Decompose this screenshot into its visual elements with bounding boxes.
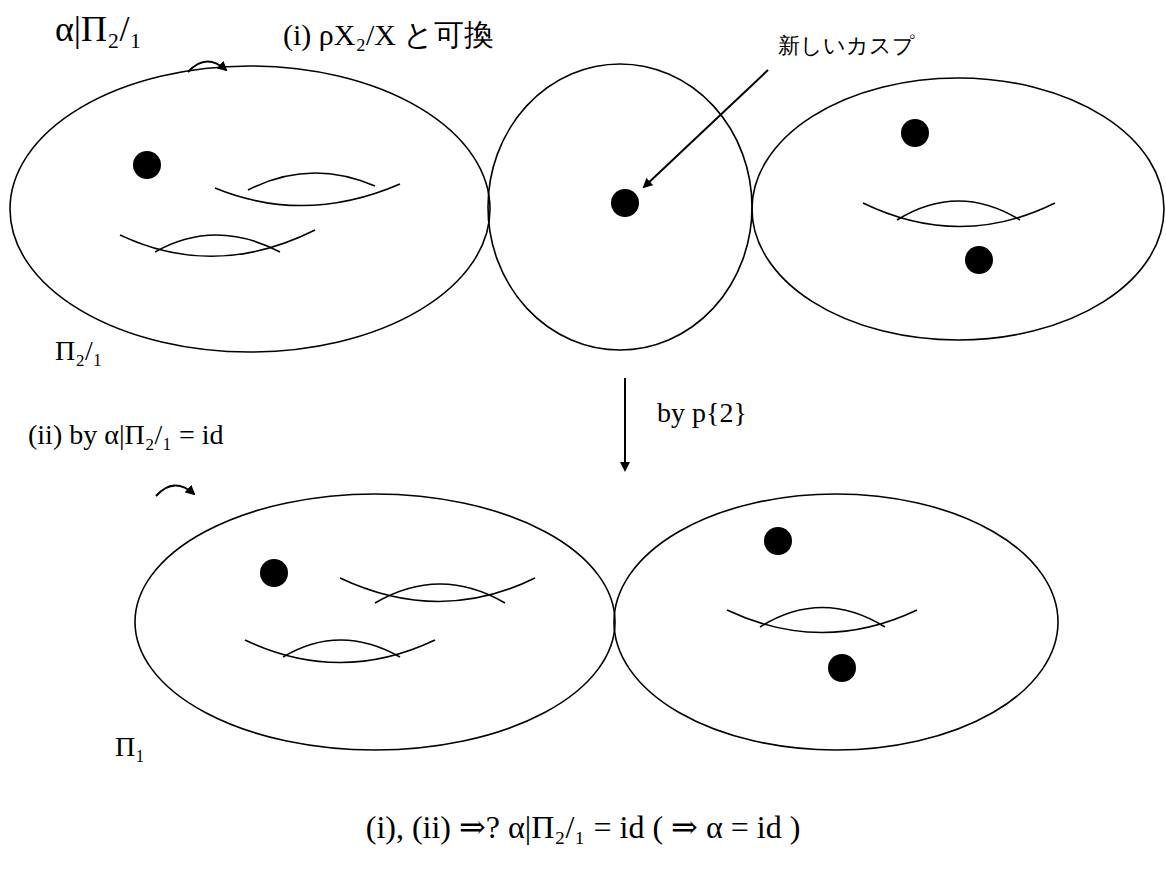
condition-note: (i) ρX₂/X と可換 bbox=[283, 18, 494, 51]
surfaces bbox=[10, 64, 1164, 750]
question-statement: (i), (ii) ⇒? α|Π₂/₁ = id ( ⇒ α = id ) bbox=[366, 810, 801, 845]
group-label: Π₂/₁ bbox=[55, 336, 103, 367]
projection-label: by p{2} bbox=[657, 398, 747, 429]
cusp-callout: 新しいカスプ bbox=[778, 34, 915, 58]
group-label: Π₁ bbox=[115, 732, 145, 763]
condition-note: (ii) by α|Π₂/₁ = id bbox=[28, 420, 224, 451]
cusp-dots bbox=[133, 119, 993, 682]
arrows bbox=[156, 61, 768, 496]
map-label: α|Π₂/₁ bbox=[55, 10, 142, 50]
